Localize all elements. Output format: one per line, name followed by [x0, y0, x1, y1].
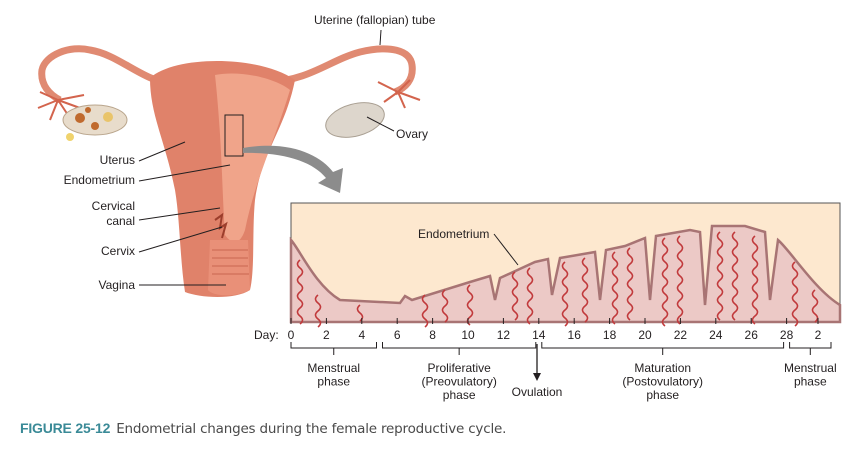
left-fimbriae: [37, 91, 85, 121]
phase-brackets: MenstrualphaseProliferative(Preovulatory…: [290, 342, 837, 402]
ovulation-marker: Ovulation: [512, 344, 563, 399]
ovum: [66, 133, 74, 141]
label-ovulation: Ovulation: [512, 385, 563, 399]
blood-vessel: [661, 237, 669, 327]
phase-bracket: [290, 342, 377, 355]
blood-vessel: [421, 294, 429, 328]
blood-vessel: [811, 289, 819, 323]
blood-vessel: [791, 261, 799, 327]
label-fallopian-tube: Uterine (fallopian) tube: [314, 13, 436, 27]
phase-label: phase: [794, 375, 827, 389]
blood-vessel: [581, 257, 589, 323]
phase-label: Proliferative: [427, 361, 491, 375]
phase-label: phase: [443, 388, 476, 402]
label-ovary: Ovary: [396, 127, 428, 141]
axis-tick-label: 10: [461, 328, 475, 342]
phase-bracket: [382, 342, 537, 355]
blood-vessels: [296, 231, 819, 328]
blood-vessel: [296, 259, 304, 325]
axis-tick-label: 0: [288, 328, 295, 342]
left-fallopian-tube: [38, 45, 176, 104]
phase-label: phase: [317, 375, 350, 389]
label-cervix: Cervix: [101, 244, 135, 258]
label-vagina: Vagina: [99, 278, 136, 292]
axis-tick-label: 20: [638, 328, 652, 342]
blood-vessel: [314, 294, 322, 328]
right-fimbriae: [377, 79, 421, 109]
zoom-region-box: [224, 114, 244, 157]
phase-label: Maturation: [634, 361, 691, 375]
endometrium-panel: Endometrium: [289, 202, 842, 328]
figure-caption: FIGURE 25-12 Endometrial changes during t…: [20, 420, 506, 437]
label-endometrium-panel: Endometrium: [418, 227, 489, 241]
phase-label: phase: [646, 388, 679, 402]
label-cervical-canal-line1: Cervical: [92, 199, 135, 213]
phase-bracket: [789, 342, 832, 355]
blood-vessel: [526, 267, 534, 325]
axis-tick-label: 12: [497, 328, 511, 342]
down-arrow-icon: [533, 373, 541, 381]
blood-vessel: [611, 251, 619, 325]
endometrial-tissue: [289, 224, 842, 324]
phase-bracket: [541, 342, 785, 355]
uterus-cut-face: [215, 73, 290, 242]
axis-tick-label: 22: [674, 328, 688, 342]
axis-tick-label: 6: [394, 328, 401, 342]
caption-text: Endometrial changes during the female re…: [116, 421, 507, 437]
blood-vessel: [731, 231, 739, 321]
phase-label: (Postovulatory): [622, 375, 703, 389]
label-endometrium: Endometrium: [64, 173, 135, 187]
vagina: [208, 240, 250, 296]
magnify-arrow: [243, 145, 343, 193]
left-ovary: [62, 104, 128, 136]
axis-tick-label: 24: [709, 328, 723, 342]
axis-tick-label: 16: [568, 328, 582, 342]
label-cervical-canal-line2: canal: [106, 214, 135, 228]
axis-tick-label: 14: [532, 328, 546, 342]
axis-tick-label: 28: [780, 328, 794, 342]
axis-tick-label: 2: [323, 328, 330, 342]
axis-tick-label: 8: [429, 328, 436, 342]
blood-vessel: [676, 235, 684, 325]
axis-tick-label: 18: [603, 328, 617, 342]
blood-vessel: [441, 289, 449, 323]
right-ovary: [325, 102, 385, 138]
axis-tick-label: 2: [815, 328, 822, 342]
phase-label: Menstrual: [784, 361, 837, 375]
blood-vessel: [511, 271, 519, 321]
label-uterus: Uterus: [100, 153, 135, 167]
blood-vessel: [751, 235, 759, 325]
phase-label: Menstrual: [307, 361, 360, 375]
axis-tick-label: 26: [745, 328, 759, 342]
axis-tick-label: 4: [358, 328, 365, 342]
blood-vessel: [561, 261, 569, 327]
blood-vessel: [466, 284, 474, 326]
axis-prefix: Day:: [254, 328, 279, 342]
blood-vessel: [716, 231, 724, 321]
figure-number: FIGURE 25-12: [20, 420, 111, 436]
phase-label: (Preovulatory): [421, 375, 496, 389]
blood-vessel: [626, 247, 634, 321]
